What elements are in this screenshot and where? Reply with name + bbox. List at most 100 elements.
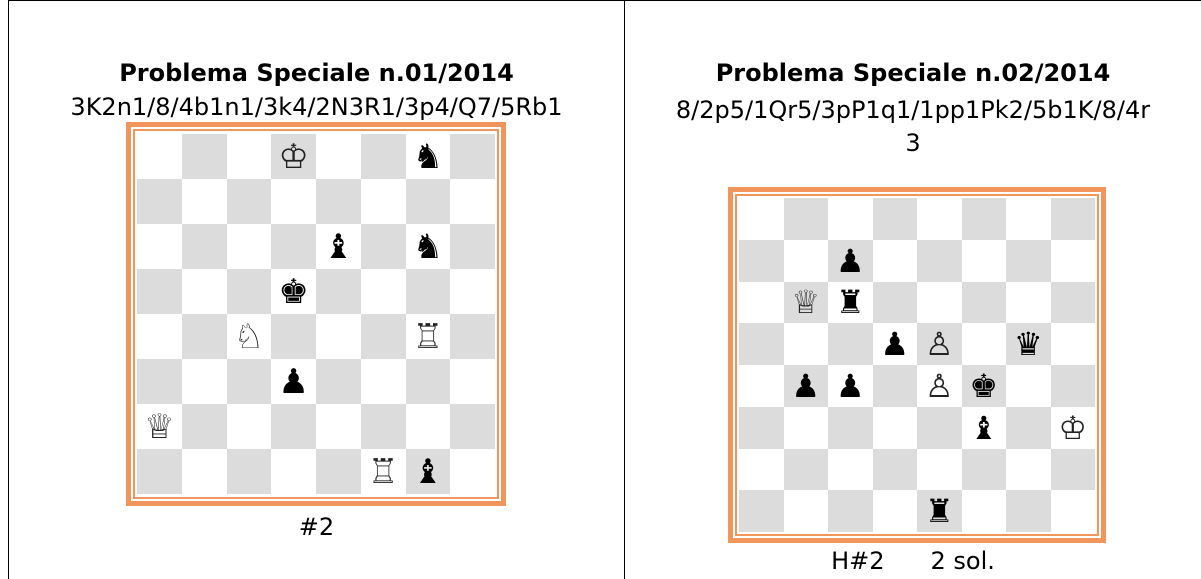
square-e7 [316,179,361,224]
square-g8: ♞ [406,134,451,179]
problem-title: Problema Speciale n.02/2014 [625,58,1201,88]
square-c2 [828,449,873,491]
square-a3 [137,359,182,404]
square-d5: ♚ [271,269,316,314]
square-h3: ♔ [1051,407,1096,449]
black-pawn-icon: ♟ [836,370,865,402]
square-a4 [137,314,182,359]
square-b2 [182,404,227,449]
square-g1: ♝ [406,449,451,494]
square-c8 [227,134,272,179]
square-g7 [406,179,451,224]
black-pawn-icon: ♟ [278,365,308,399]
square-f4: ♚ [962,365,1007,407]
square-c1 [828,490,873,532]
square-c3 [227,359,272,404]
square-d1 [271,449,316,494]
square-d4 [271,314,316,359]
white-rook-icon: ♖ [413,320,443,354]
square-g4 [1006,365,1051,407]
square-f2 [361,404,406,449]
square-b8 [182,134,227,179]
black-bishop-icon: ♝ [413,455,443,489]
square-g3 [406,359,451,404]
square-e4: ♙ [917,365,962,407]
square-g3 [1006,407,1051,449]
square-f2 [962,449,1007,491]
square-c3 [828,407,873,449]
fen-notation: 3K2n1/8/4b1n1/3k4/2N3R1/3p4/Q7/5Rb1 [9,92,624,122]
square-a2 [739,449,784,491]
square-b5 [182,269,227,314]
problem-cell-2: Problema Speciale n.02/2014 8/2p5/1Qr5/3… [625,0,1201,579]
square-h7 [1051,240,1096,282]
square-e3 [316,359,361,404]
square-e6: ♝ [316,224,361,269]
square-e7 [917,240,962,282]
square-d5: ♟ [873,323,918,365]
square-g6 [1006,282,1051,324]
problem-title: Problema Speciale n.01/2014 [9,58,624,88]
square-h1 [450,449,495,494]
square-e6 [917,282,962,324]
square-h2 [450,404,495,449]
square-h8 [450,134,495,179]
square-f5 [962,323,1007,365]
square-a3 [739,407,784,449]
square-b6: ♕ [784,282,829,324]
square-e1: ♜ [917,490,962,532]
black-rook-icon: ♜ [836,286,865,318]
square-b2 [784,449,829,491]
white-pawn-icon: ♙ [925,328,954,360]
square-a7 [739,240,784,282]
square-d7 [873,240,918,282]
fen-notation-line-2: 3 [625,128,1201,158]
square-c8 [828,198,873,240]
square-f3 [361,359,406,404]
stipulation: #2 [9,512,624,542]
square-h2 [1051,449,1096,491]
solution-count: 2 sol. [931,547,995,575]
square-e8 [917,198,962,240]
square-f4 [361,314,406,359]
square-c5 [227,269,272,314]
square-a5 [137,269,182,314]
white-king-icon: ♔ [1058,412,1087,444]
square-g7 [1006,240,1051,282]
square-c7 [227,179,272,224]
fen-notation-line-1: 8/2p5/1Qr5/3pP1q1/1pp1Pk2/5b1K/8/4r [625,95,1201,125]
square-c4: ♟ [828,365,873,407]
square-f1: ♖ [361,449,406,494]
square-d7 [271,179,316,224]
square-d3 [873,407,918,449]
white-knight-icon: ♘ [234,320,264,354]
square-e2 [917,449,962,491]
square-c6: ♜ [828,282,873,324]
square-g6: ♞ [406,224,451,269]
square-c4: ♘ [227,314,272,359]
square-a7 [137,179,182,224]
chess-board: ♔♞♝♞♚♘♖♟♕♖♝ [137,134,495,494]
square-h5 [1051,323,1096,365]
square-g2 [1006,449,1051,491]
problem-cell-1: Problema Speciale n.01/2014 3K2n1/8/4b1n… [9,0,624,579]
square-h4 [1051,365,1096,407]
black-queen-icon: ♛ [1014,328,1043,360]
square-d8: ♔ [271,134,316,179]
square-f8 [361,134,406,179]
black-knight-icon: ♞ [413,140,443,174]
square-h7 [450,179,495,224]
square-a8 [137,134,182,179]
white-rook-icon: ♖ [368,455,398,489]
square-c5 [828,323,873,365]
black-knight-icon: ♞ [413,230,443,264]
chess-board: ♟♕♜♟♙♛♟♟♙♚♝♔♜ [739,198,1095,532]
white-king-icon: ♔ [278,140,308,174]
square-e2 [316,404,361,449]
square-d2 [873,449,918,491]
black-bishop-icon: ♝ [323,230,353,264]
square-c6 [227,224,272,269]
square-e5 [316,269,361,314]
square-f7 [962,240,1007,282]
square-c1 [227,449,272,494]
